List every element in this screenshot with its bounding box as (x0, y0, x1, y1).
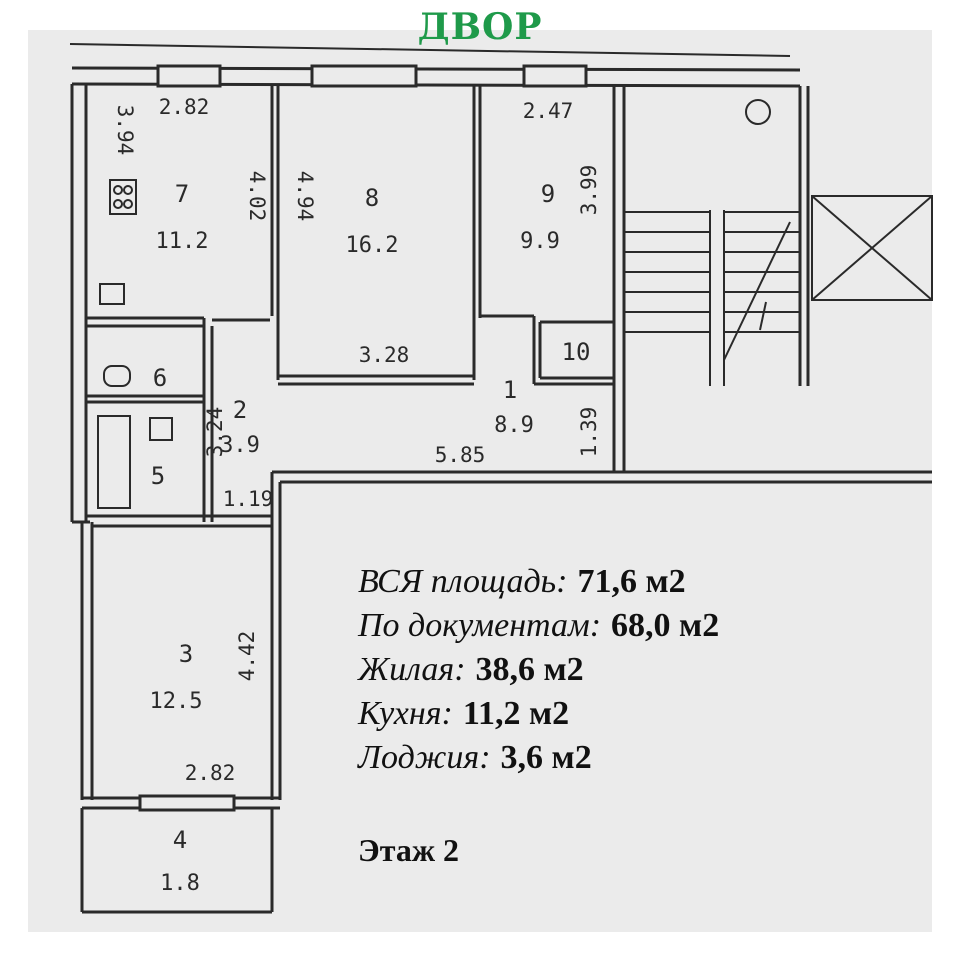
room-3-area: 12.5 (150, 689, 203, 714)
dim-room3-height: 4.42 (235, 631, 259, 682)
room-9-number: 9 (541, 180, 555, 208)
dim-corridor-width: 1.19 (223, 487, 274, 511)
room-8-area: 16.2 (346, 233, 399, 258)
summary-row-documents: По документам:68,0 м2 (358, 604, 719, 648)
dim-hall-right: 1.39 (577, 407, 601, 458)
plan-walls (69, 43, 932, 914)
floor-label: Этаж 2 (358, 832, 460, 868)
sink-icon (99, 283, 125, 305)
dim-hall-length: 5.85 (435, 443, 486, 467)
room-7-area: 11.2 (156, 229, 209, 254)
room-2-area: 3.9 (220, 433, 260, 458)
dim-room8-height: 4.94 (293, 171, 317, 222)
summary-label: По документам: (358, 607, 602, 644)
summary-row-living: Жилая:38,6 м2 (358, 648, 719, 692)
area-summary: ВСЯ площадь:71,6 м2 По документам:68,0 м… (358, 560, 719, 780)
room-8-number: 8 (365, 184, 379, 212)
summary-value: 11,2 м2 (462, 695, 570, 732)
summary-label: Лоджия: (358, 739, 491, 776)
dim-room8-width: 3.28 (359, 343, 410, 367)
dim-room9-width: 2.47 (523, 99, 574, 123)
summary-value: 71,6 м2 (577, 563, 686, 600)
fixtures (97, 179, 173, 509)
room-4-number: 4 (173, 826, 187, 854)
summary-value: 68,0 м2 (611, 607, 720, 644)
room-1-area: 8.9 (494, 413, 534, 438)
bathtub-icon (97, 415, 131, 509)
header-title: ДВОР (417, 6, 543, 48)
stove-icon (109, 179, 137, 215)
dim-room3-width: 2.82 (185, 761, 236, 785)
dim-corridor-height: 3.24 (203, 407, 227, 458)
summary-label: ВСЯ площадь: (358, 563, 568, 600)
summary-row-total: ВСЯ площадь:71,6 м2 (358, 560, 719, 604)
summary-value: 38,6 м2 (475, 651, 584, 688)
room-7-number: 7 (175, 180, 189, 208)
summary-row-loggia: Лоджия:3,6 м2 (358, 736, 719, 780)
summary-label: Кухня: (358, 695, 453, 732)
washbasin-icon (149, 417, 173, 441)
room-4-area: 1.8 (160, 871, 200, 896)
dim-kitchen-left: 3.94 (113, 105, 137, 156)
summary-value: 3,6 м2 (500, 739, 592, 776)
dim-kitchen-width: 2.82 (159, 95, 210, 119)
room-3-number: 3 (179, 640, 193, 668)
toilet-icon (103, 365, 131, 387)
summary-row-kitchen: Кухня:11,2 м2 (358, 692, 719, 736)
dim-kitchen-height: 4.02 (245, 171, 269, 222)
room-6-number: 6 (153, 364, 167, 392)
room-2-number: 2 (233, 396, 247, 424)
dim-room9-height: 3.99 (577, 165, 601, 216)
summary-label: Жилая: (358, 651, 466, 688)
room-1-number: 1 (503, 376, 517, 404)
room-9-area: 9.9 (520, 229, 560, 254)
staircase (624, 99, 933, 386)
room-10-number: 10 (562, 338, 591, 366)
room-5-number: 5 (151, 462, 165, 490)
